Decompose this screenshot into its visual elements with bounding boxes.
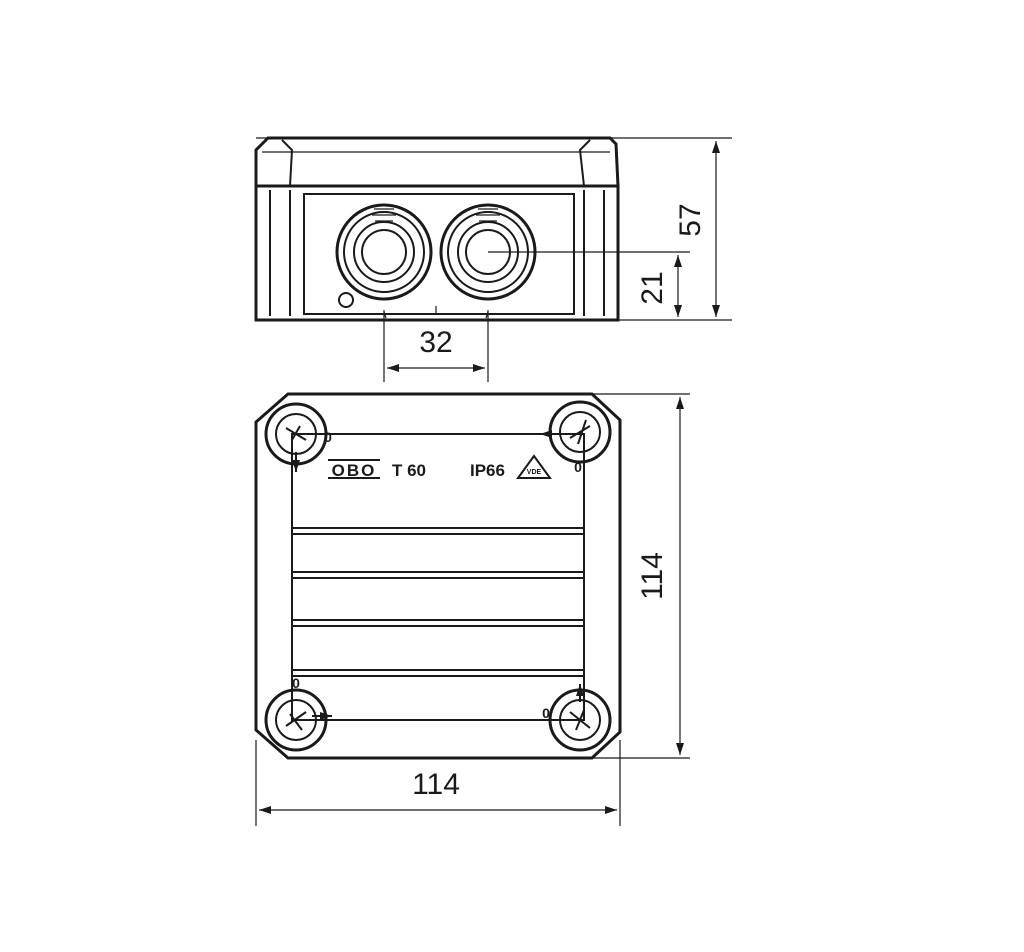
front-body-rib-right <box>583 190 605 316</box>
front-lid-corner-left <box>281 139 294 187</box>
screw-boss-bottom-right <box>548 684 612 752</box>
screw-head-icon <box>569 709 591 731</box>
front-vent-hole <box>338 292 354 308</box>
dim-114-vertical-extension <box>592 393 690 759</box>
plan-groove-3 <box>292 619 584 627</box>
dim-57-label: 57 <box>674 203 707 236</box>
front-lid-outline <box>254 136 620 188</box>
plan-groove-1 <box>292 527 584 535</box>
screw-boss-bottom-left <box>264 688 332 752</box>
symbol-open-bottom-left: 0 <box>292 675 300 691</box>
symbol-open-top-left: 0 <box>324 429 332 445</box>
vde-triangle-icon: VDE <box>516 454 552 479</box>
screw-head-icon <box>285 711 307 731</box>
symbol-open-bottom-right: 0 <box>542 705 550 721</box>
front-body-outline <box>254 184 620 322</box>
model-label: T 60 <box>392 461 426 480</box>
dim-114-vertical-label: 114 <box>636 552 669 600</box>
symbol-open-top-right: 0 <box>574 459 582 475</box>
plan-view: 0 0 0 0 OBO T 60 IP66 VDE 114 114 <box>254 392 690 826</box>
front-view: 21 57 32 <box>254 136 732 382</box>
cable-entry-left <box>335 203 433 301</box>
dim-114-horizontal-label: 114 <box>412 768 460 801</box>
dim-21-label: 21 <box>636 271 669 304</box>
dim-114-horizontal-extension <box>255 740 621 826</box>
dim-32-extension <box>383 310 489 382</box>
protection-rating-label: IP66 <box>470 461 505 480</box>
screw-head-icon <box>569 419 591 445</box>
front-body-rib-left <box>269 190 291 316</box>
screw-head-icon <box>285 425 307 441</box>
svg-text:VDE: VDE <box>527 469 542 476</box>
screw-boss-top-right <box>540 400 612 464</box>
front-lid-corner-right <box>578 139 591 187</box>
svg-text:OBO: OBO <box>332 461 377 480</box>
plan-groove-4 <box>292 669 584 677</box>
dim-32-label: 32 <box>419 326 452 359</box>
plan-groove-2 <box>292 571 584 579</box>
screw-boss-top-left <box>264 402 328 472</box>
front-base-markers <box>383 306 489 319</box>
obo-logo-icon: OBO <box>328 459 380 480</box>
dim-21-extension <box>488 251 732 321</box>
plan-inner-panel <box>291 433 585 721</box>
front-body-inner-panel <box>303 193 575 315</box>
